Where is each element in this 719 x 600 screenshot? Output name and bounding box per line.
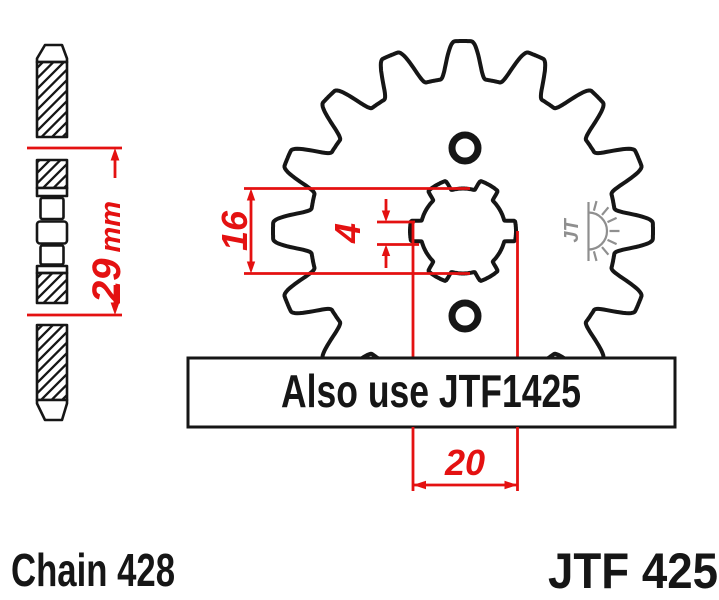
side-view-hatch-lower <box>35 271 69 305</box>
sprocket-front-view: JT <box>271 39 655 423</box>
side-view-band-upper <box>35 186 69 198</box>
note-box-frame <box>186 356 677 429</box>
spline-od-extension-lines <box>411 222 519 358</box>
side-view-hatch-upper2 <box>35 158 69 190</box>
hub-width-label: 29mm <box>85 201 129 304</box>
part-number-label: JTF 425 <box>548 543 718 599</box>
chain-size-label: Chain 428 <box>11 544 175 596</box>
footer-labels: Chain 428 JTF 425 <box>11 543 718 599</box>
logo-sun-dome <box>588 211 609 251</box>
lightening-hole-top <box>448 131 482 165</box>
note-box: Also use JTF1425 <box>186 356 677 429</box>
groove-width-label: 4 <box>327 223 368 244</box>
lightening-hole-bottom <box>448 299 482 333</box>
bore-diameter-label: 16 <box>214 210 255 251</box>
jt-logo-icon: JT <box>561 200 620 262</box>
side-view-bottom-tooth-tip <box>35 398 69 422</box>
note-box-text: Also use JTF1425 <box>281 365 581 417</box>
side-view-hatch-upper <box>35 60 69 139</box>
bore-diameter-dimension: 16 <box>214 187 470 275</box>
side-view-hatch-lower2 <box>35 323 69 402</box>
side-view-hub-block-middle <box>35 220 69 245</box>
dim-arrow-up <box>381 244 391 256</box>
spline-od-dimension: 20 <box>411 427 519 491</box>
dim-arrow-left <box>413 480 426 490</box>
dim-arrow-right <box>504 480 518 490</box>
spline-od-label: 20 <box>444 442 485 483</box>
sprocket-side-view <box>35 43 69 422</box>
dim-arrow-down <box>110 302 120 315</box>
hub-width-dimension: 29mm <box>27 146 129 317</box>
dim-arrow-down <box>381 210 391 222</box>
side-view-hub-block-lower <box>39 244 65 266</box>
side-view-hub-block-upper <box>39 196 65 221</box>
side-view-top-tooth-tip <box>35 43 69 64</box>
logo-letters: JT <box>561 218 583 243</box>
dim-arrow-up <box>246 188 256 201</box>
spline-bore-outline <box>408 179 518 283</box>
logo-sun-rays <box>592 200 620 262</box>
dim-arrow-up <box>110 148 120 161</box>
groove-width-dimension: 4 <box>327 199 419 268</box>
dim-arrow-down <box>246 261 256 274</box>
